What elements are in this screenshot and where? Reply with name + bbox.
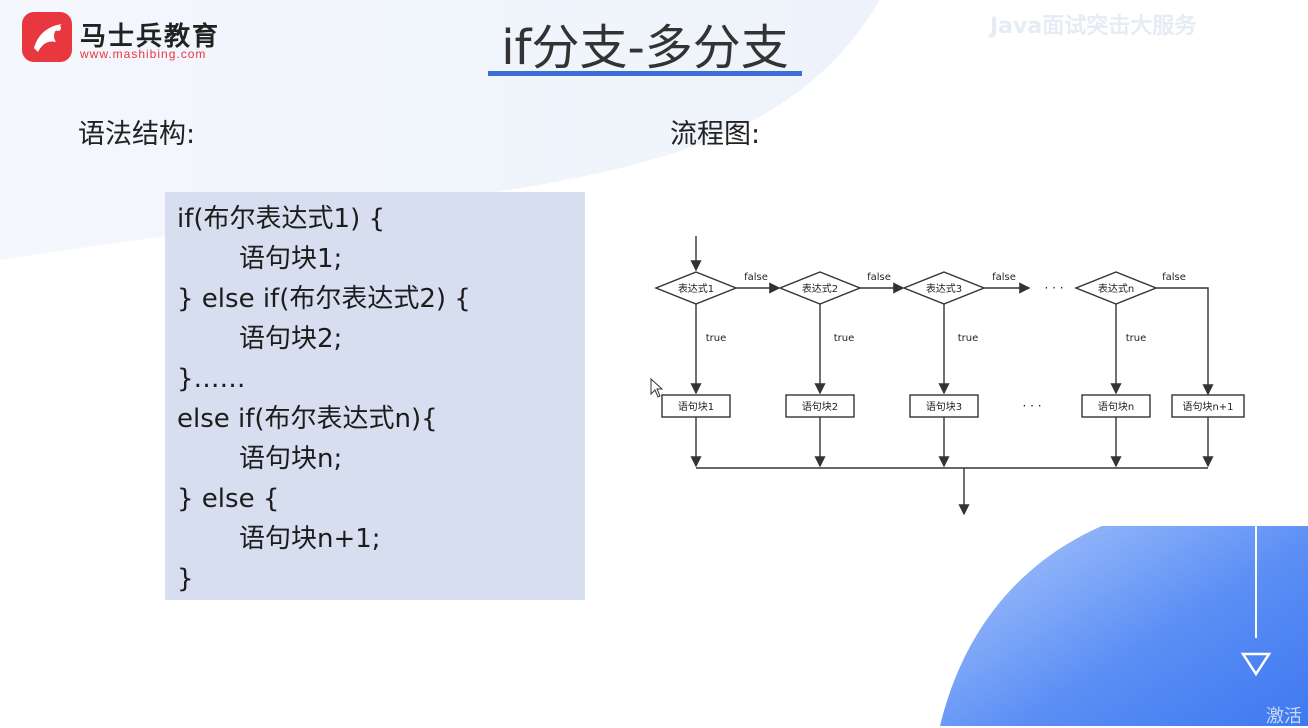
code-line: } [177, 564, 194, 594]
true-label: true [834, 333, 855, 344]
code-line: 语句块n+1; [239, 524, 381, 554]
true-label: true [706, 333, 727, 344]
block-label: 语句块2 [802, 400, 838, 413]
ellipsis: · · · [1022, 399, 1041, 413]
watermark-text: Java面试突击大服务 [990, 14, 1197, 39]
true-label: true [1126, 333, 1147, 344]
block-label: 语句块n+1 [1182, 400, 1233, 413]
logo-url: www.mashibing.com [80, 47, 207, 61]
condition-label: 表达式1 [678, 282, 714, 295]
condition-label: 表达式n [1098, 282, 1134, 295]
false-label: false [867, 272, 891, 283]
logo-name: 马士兵教育 [80, 22, 221, 52]
code-line: 语句块n; [239, 444, 343, 474]
title-underline [488, 71, 802, 76]
logo-badge-icon [22, 12, 72, 62]
false-label: false [1162, 272, 1186, 283]
code-line: } else if(布尔表达式2) { [177, 284, 471, 314]
false-label: false [744, 272, 768, 283]
ellipsis: · · · [1044, 281, 1063, 295]
code-line: } else { [177, 484, 280, 514]
code-line: }…… [177, 364, 246, 394]
true-label: true [958, 333, 979, 344]
condition-label: 表达式3 [926, 282, 962, 295]
brand-logo: 马士兵教育 www.mashibing.com [22, 12, 232, 64]
corner-watermark: 激活 [1266, 706, 1302, 727]
mouse-cursor-icon [650, 378, 664, 398]
false-label: false [992, 272, 1016, 283]
page-title: if分支-多分支 [501, 20, 789, 76]
code-line: 语句块2; [239, 324, 343, 354]
flowchart-svg: 表达式1 表达式2 表达式3 表达式n false false false fa… [654, 236, 1245, 516]
block-label: 语句块3 [926, 400, 962, 413]
scroll-down-icon[interactable] [1238, 520, 1278, 680]
false-arrow [1156, 287, 1214, 396]
flowchart: 表达式1 表达式2 表达式3 表达式n false false false fa… [646, 236, 1308, 526]
code-block: if(布尔表达式1) { 语句块1; } else if(布尔表达式2) { 语… [165, 192, 585, 600]
block-label: 语句块n [1098, 400, 1134, 413]
condition-label: 表达式2 [802, 282, 838, 295]
code-line: else if(布尔表达式n){ [177, 404, 438, 434]
flowchart-label: 流程图: [670, 119, 761, 150]
block-label: 语句块1 [678, 400, 714, 413]
code-line: if(布尔表达式1) { [177, 204, 386, 234]
syntax-label: 语法结构: [78, 119, 196, 150]
code-line: 语句块1; [239, 244, 343, 274]
